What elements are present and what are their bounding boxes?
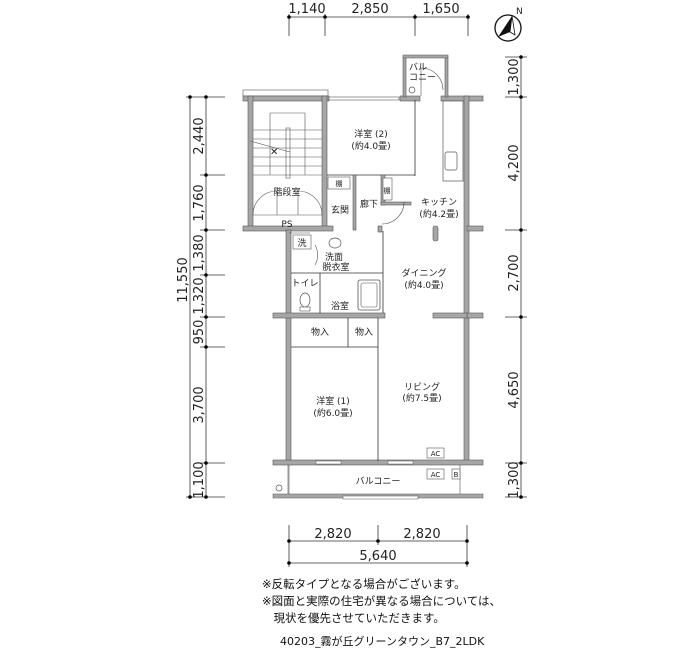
- compass-label: N: [516, 7, 523, 17]
- label-ac-1: AC: [431, 450, 441, 458]
- label-bathroom: 浴室: [331, 300, 349, 312]
- dim-right-3: 2,700: [507, 254, 522, 291]
- label-balcony-south: バルコニー: [356, 476, 401, 487]
- dim-right-4: 4,650: [507, 371, 522, 408]
- label-western-room-2: 洋室 (2): [354, 128, 388, 140]
- label-shelf-1: 棚: [336, 179, 343, 188]
- room-labels: バル コニー 洋室 (2) (約4.0畳) 階段室 PS 棚 棚 玄関 廊下 キ…: [273, 62, 458, 487]
- dim-left-2: 1,760: [192, 184, 207, 221]
- dim-left-6: 3,700: [192, 386, 207, 423]
- left-dimensions: 11,550 2,440 1,760 1,380 1,320 950 3,700…: [176, 95, 225, 499]
- label-hallway: 廊下: [360, 198, 378, 210]
- dim-bottom-1: 2,820: [314, 527, 351, 542]
- dim-left-7: 1,100: [192, 461, 207, 498]
- plan-caption: 40203_霧が丘グリーンタウン_B7_2LDK: [280, 635, 485, 648]
- label-kitchen: キッチン: [421, 197, 457, 208]
- dim-bottom-2: 2,820: [403, 527, 440, 542]
- dim-left-3: 1,380: [192, 234, 207, 271]
- note-3: 現状を優先させていただきます。: [262, 611, 445, 625]
- label-dining-size: (約4.0畳): [404, 279, 443, 291]
- dim-left-4: 1,320: [192, 277, 207, 314]
- dim-right-5: 1,300: [507, 461, 522, 498]
- label-b: B: [454, 471, 459, 479]
- bottom-dimensions: 2,820 2,820 5,640: [287, 525, 469, 567]
- label-western-room-1-size: (約6.0畳): [313, 407, 352, 419]
- dim-left-total: 11,550: [176, 257, 191, 303]
- label-toilet: トイレ: [291, 279, 318, 289]
- right-dimensions: 1,300 4,200 2,700 4,650 1,300: [505, 55, 527, 499]
- dim-right-2: 4,200: [507, 144, 522, 181]
- dim-top-2: 2,850: [351, 2, 388, 17]
- label-kitchen-size: (約4.2畳): [419, 208, 458, 220]
- label-balcony-north-1: バル: [409, 62, 427, 73]
- label-washer: 洗: [297, 237, 306, 249]
- dim-right-1: 1,300: [507, 58, 522, 95]
- label-dining: ダイニング: [401, 267, 446, 279]
- notes: ※反転タイプとなる場合がございます。 ※図面と実際の住宅が異なる場合については、…: [262, 576, 501, 627]
- label-balcony-north-2: コニー: [409, 73, 436, 83]
- note-1: ※反転タイプとなる場合がございます。: [262, 577, 466, 591]
- note-2: ※図面と実際の住宅が異なる場合については、: [262, 594, 502, 608]
- top-dimensions: 1,140 2,850 1,650: [287, 2, 470, 36]
- label-storage-2: 物入: [355, 326, 373, 338]
- label-living-size: (約7.5畳): [402, 392, 441, 404]
- label-storage-1: 物入: [311, 326, 329, 338]
- label-stairwell: 階段室: [273, 186, 300, 198]
- label-western-room-1: 洋室 (1): [316, 395, 350, 407]
- stair-arrow-icon: ✕: [270, 147, 278, 158]
- dim-left-5: 950: [192, 320, 207, 345]
- label-western-room-2-size: (約4.0畳): [351, 140, 390, 152]
- dim-left-1: 2,440: [192, 117, 207, 154]
- label-shelf-2: 棚: [384, 186, 391, 195]
- north-compass-icon: N: [494, 7, 523, 42]
- dim-bottom-total: 5,640: [359, 549, 396, 564]
- dim-top-1: 1,140: [288, 2, 325, 17]
- label-entrance: 玄関: [331, 204, 349, 216]
- label-ps: PS: [281, 220, 292, 230]
- walls: ✕: [242, 54, 484, 500]
- label-washroom-2: 脱衣室: [322, 261, 349, 273]
- label-living: リビング: [404, 381, 440, 393]
- dim-top-3: 1,650: [422, 2, 459, 17]
- label-washroom-1: 洗面: [325, 251, 343, 263]
- label-ac-2: AC: [431, 471, 441, 479]
